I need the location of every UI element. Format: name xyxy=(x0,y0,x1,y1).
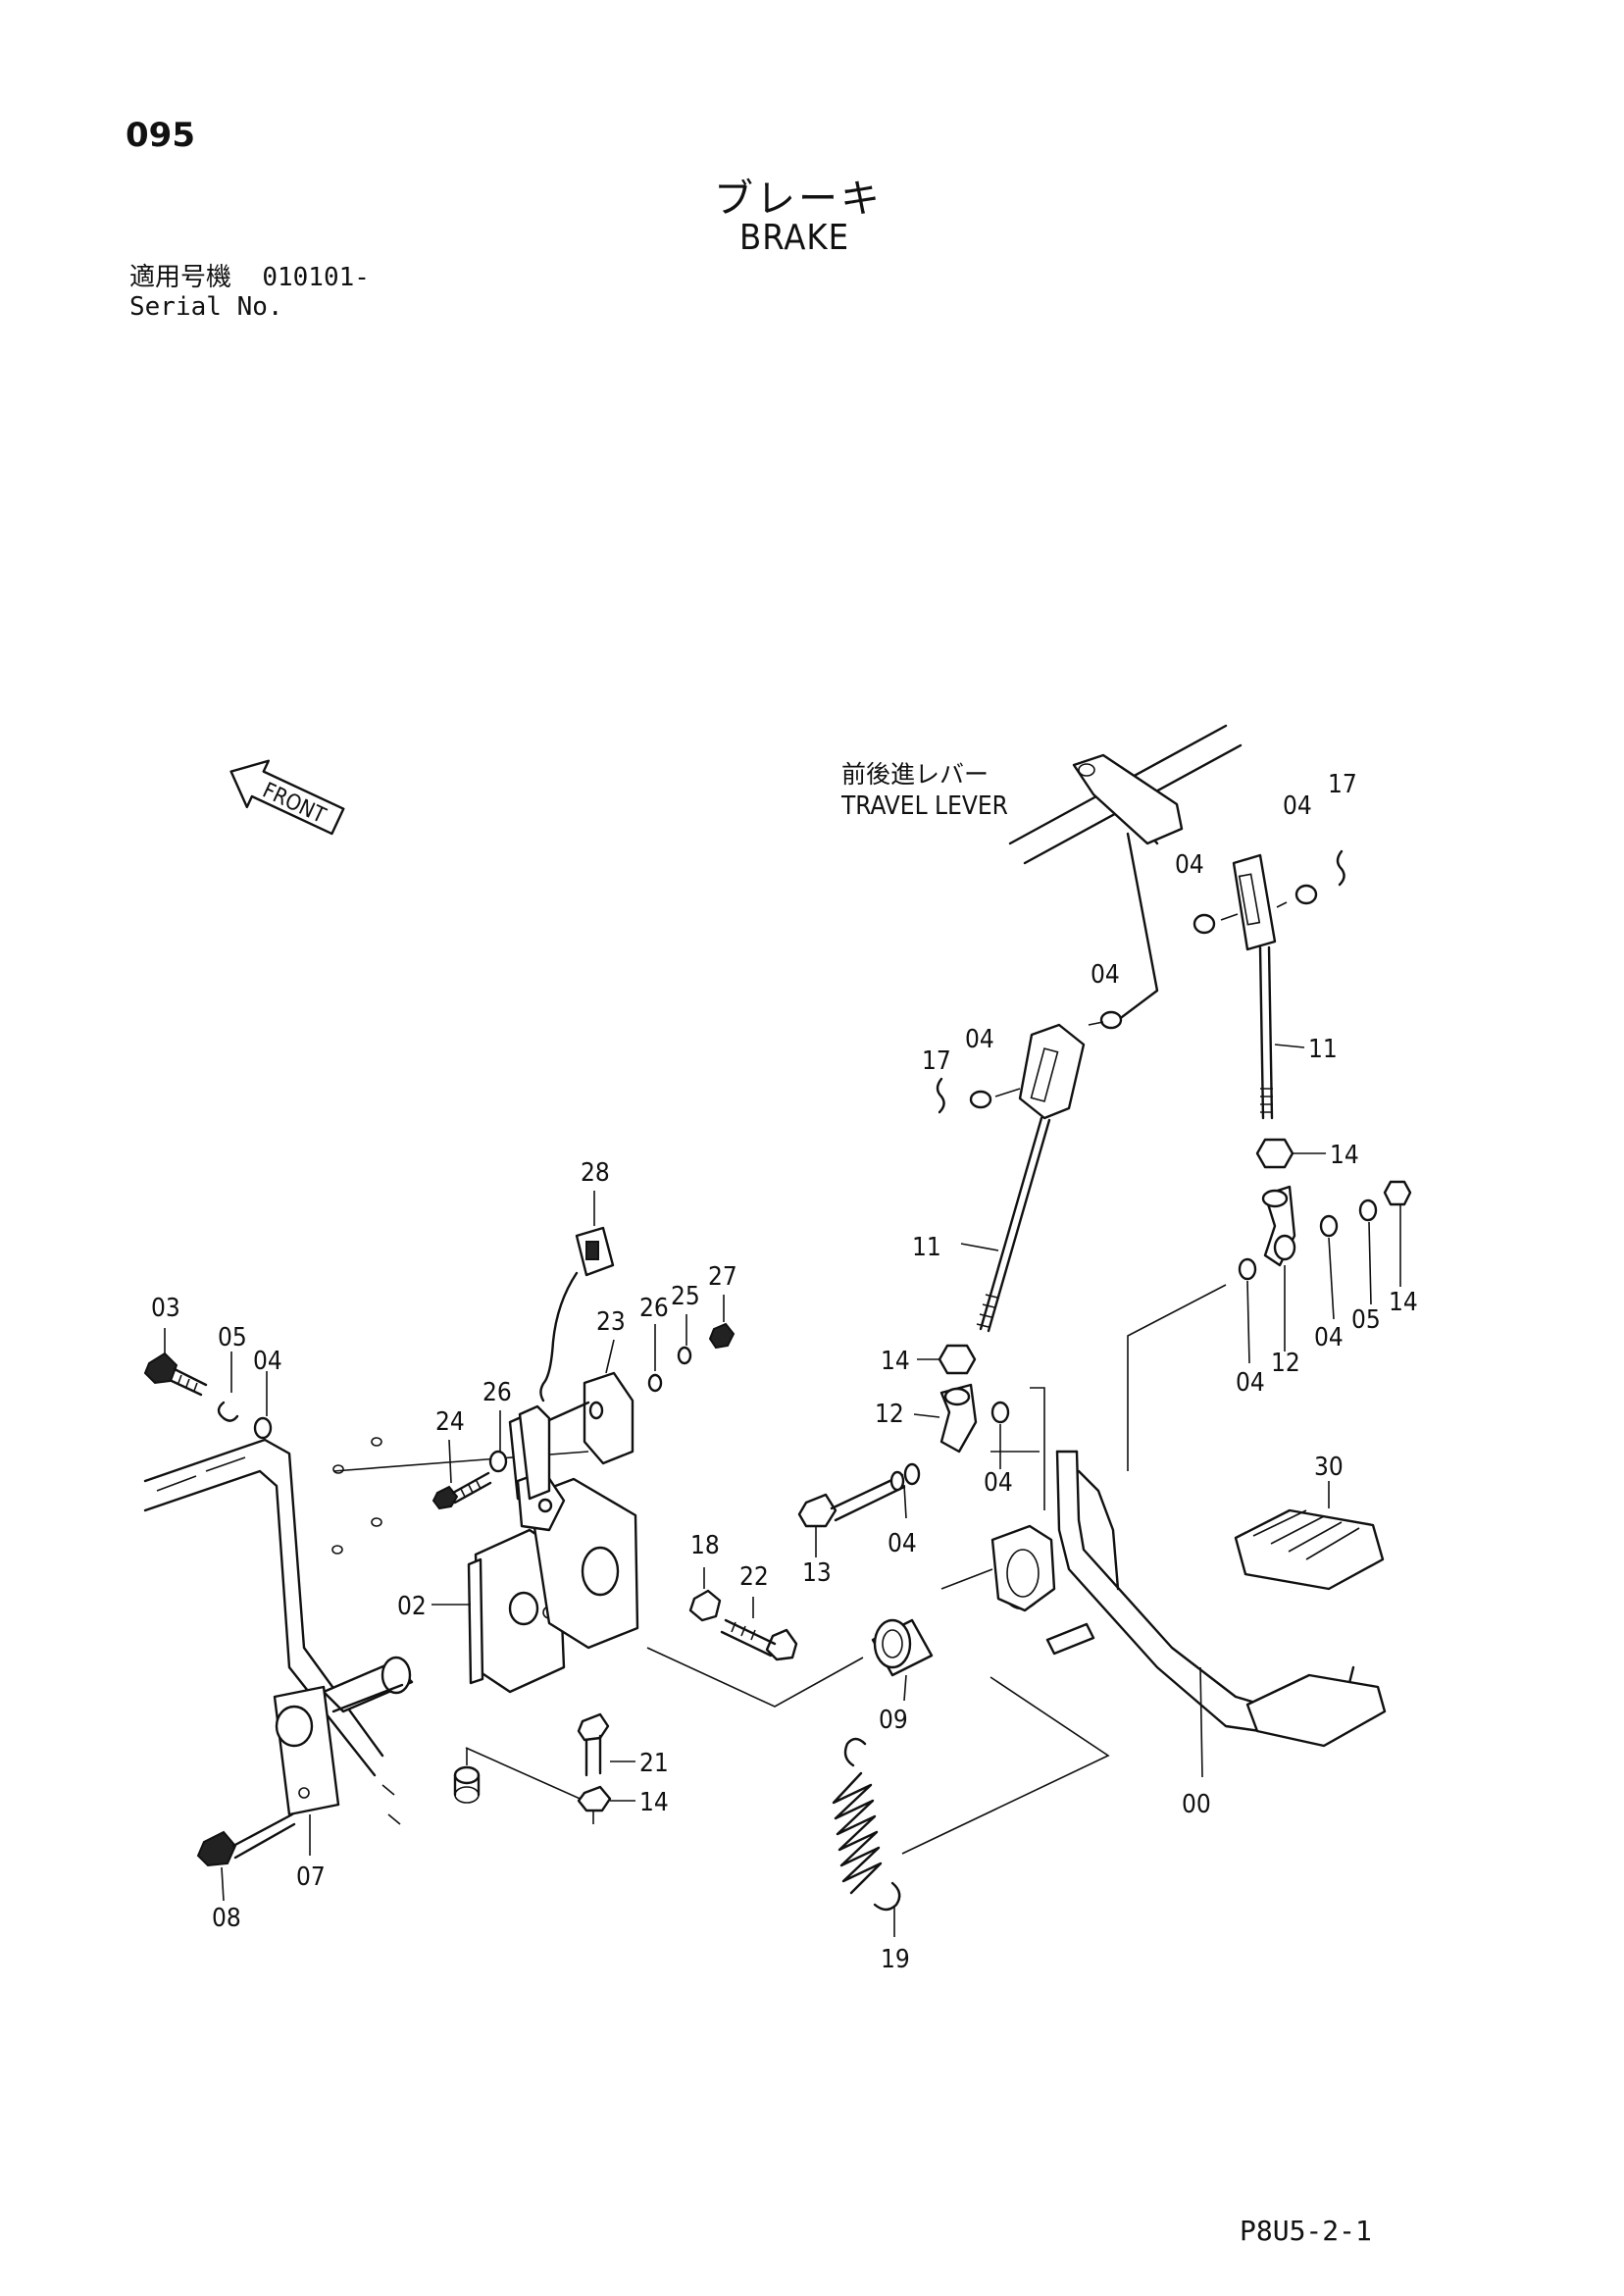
callout: 04 xyxy=(1283,791,1312,821)
bolt-13 xyxy=(797,1462,921,1557)
bushing-09 xyxy=(871,1618,934,1702)
left-clevis-assembly xyxy=(913,1344,1010,1469)
callout: 07 xyxy=(296,1862,326,1892)
right-clevis-assembly xyxy=(1238,1138,1412,1364)
callout: 09 xyxy=(879,1706,908,1735)
callout: 25 xyxy=(671,1282,700,1311)
callout: 14 xyxy=(1330,1141,1359,1170)
callout: 14 xyxy=(881,1347,910,1376)
callout: 30 xyxy=(1314,1453,1344,1482)
right-rod-assembly xyxy=(1193,849,1345,1120)
callout: 05 xyxy=(218,1323,247,1352)
callout: 17 xyxy=(922,1046,951,1076)
callout: 14 xyxy=(1389,1288,1418,1317)
callout: 04 xyxy=(965,1025,994,1054)
assembly-lines xyxy=(332,1284,1227,1855)
switch-assembly xyxy=(431,1191,736,1510)
callout: 21 xyxy=(639,1749,669,1778)
serial-label-jp: 適用号機 xyxy=(129,263,232,292)
callout: 11 xyxy=(912,1233,941,1262)
fastener-set xyxy=(577,1567,798,1812)
callout: 22 xyxy=(739,1562,769,1592)
brake-pedal xyxy=(990,1450,1387,1778)
callout: 04 xyxy=(984,1468,1013,1498)
callout: 28 xyxy=(581,1158,610,1188)
drawing-code: P8U5-2-1 xyxy=(1240,2215,1372,2247)
page-number: 095 xyxy=(126,116,195,155)
callout: 26 xyxy=(639,1294,669,1323)
callout: 05 xyxy=(1351,1305,1381,1335)
callout: 12 xyxy=(1271,1349,1300,1378)
callout: 19 xyxy=(881,1945,910,1974)
callout: 27 xyxy=(708,1262,737,1292)
callout: 04 xyxy=(1314,1323,1344,1352)
title-japanese: ブレーキ xyxy=(714,177,883,222)
travel-lever-shaft xyxy=(1008,724,1243,1022)
callout-labels: 00 02 03 04 04 04 04 04 04 04 04 04 05 0… xyxy=(151,770,1418,1974)
mount-frame xyxy=(143,1412,639,1902)
serial-label-en: Serial No. xyxy=(129,292,283,322)
title-english: BRAKE xyxy=(739,218,850,258)
callout: 18 xyxy=(690,1531,720,1560)
callout: 02 xyxy=(397,1592,427,1621)
callout: 08 xyxy=(212,1904,241,1933)
callout: 03 xyxy=(151,1294,180,1323)
callout: 13 xyxy=(802,1558,832,1588)
bolt-03-set xyxy=(143,1328,273,1440)
callout: 00 xyxy=(1182,1790,1211,1819)
callout: 11 xyxy=(1308,1035,1338,1064)
left-rod-assembly xyxy=(936,1010,1123,1333)
serial-line: 適用号機 010101- xyxy=(129,263,370,292)
front-arrow-icon: FRONT xyxy=(229,759,345,836)
callout: 04 xyxy=(888,1529,917,1558)
callout: 24 xyxy=(435,1407,465,1437)
callout: 04 xyxy=(253,1347,282,1376)
callout: 12 xyxy=(875,1400,904,1429)
callout: 23 xyxy=(596,1307,626,1337)
callout: 17 xyxy=(1328,770,1357,799)
callout: 04 xyxy=(1236,1368,1265,1398)
callout: 04 xyxy=(1175,850,1204,880)
serial-value: 010101- xyxy=(262,263,370,292)
callout: 04 xyxy=(1091,960,1120,990)
spring-19 xyxy=(832,1737,901,1937)
callout: 14 xyxy=(639,1788,669,1817)
travel-lever-label-jp: 前後進レバー xyxy=(841,760,989,789)
callout: 26 xyxy=(482,1378,512,1407)
travel-lever-label-en: TRAVEL LEVER xyxy=(840,791,1008,821)
